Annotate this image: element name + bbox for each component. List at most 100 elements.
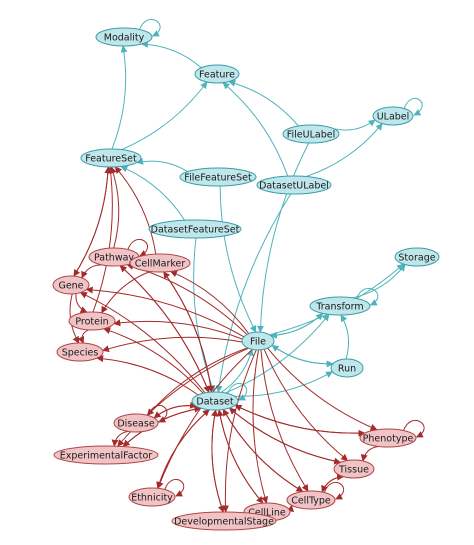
node-shape: [241, 331, 275, 351]
node-shape: [286, 490, 336, 510]
node-label: Tissue: [338, 464, 369, 475]
nodes-layer: ModalityFeatureULabelFileULabelFeatureSe…: [52, 27, 440, 531]
edge-run-to-transform: [340, 314, 350, 360]
edge-file-to-protein: [113, 319, 243, 340]
node-datasetfeatureset[interactable]: DatasetFeatureSet: [148, 219, 242, 239]
node-pathway[interactable]: Pathway: [88, 247, 140, 267]
edge-filefeatureset-to-featureset: [136, 157, 188, 173]
edge-dataset-to-species: [96, 355, 199, 396]
edge-dataset-to-transform: [225, 313, 330, 394]
node-transform[interactable]: Transform: [309, 296, 371, 316]
node-label: Ethnicity: [131, 492, 173, 503]
node-shape: [394, 247, 440, 267]
edge-disease-to-dataset: [153, 401, 197, 419]
edge-dataset-to-ethnicity: [156, 409, 210, 489]
node-species[interactable]: Species: [56, 342, 104, 362]
node-shape: [194, 64, 240, 84]
node-shape: [171, 511, 277, 531]
node-label: File: [250, 336, 266, 347]
edge-dataset-to-gene: [79, 292, 206, 394]
edge-pathway-to-gene: [81, 264, 102, 279]
edge-pathway-to-pathway: [127, 238, 148, 257]
edge-dataset-to-tissue: [229, 407, 342, 465]
node-label: Feature: [199, 69, 235, 80]
edge-dataset-to-phenotype: [234, 404, 366, 437]
edge-pathway-to-dataset: [119, 265, 210, 393]
node-fileulabel[interactable]: FileULabel: [282, 124, 340, 144]
node-shape: [68, 311, 116, 331]
edge-transform-to-file: [270, 313, 324, 339]
node-shape: [95, 27, 153, 47]
node-gene[interactable]: Gene: [52, 275, 90, 295]
node-label: Phenotype: [363, 433, 414, 444]
node-experimentalfactor[interactable]: ExperimentalFactor: [53, 445, 159, 465]
edge-celltype-to-dataset: [222, 408, 304, 492]
node-label: FeatureSet: [85, 153, 137, 164]
node-label: Gene: [58, 280, 83, 291]
edge-disease-to-disease: [147, 404, 168, 423]
node-label: DatasetFeatureSet: [151, 224, 240, 235]
node-datasetulabel[interactable]: DatasetULabel: [256, 175, 332, 195]
edge-gene-to-protein: [75, 293, 88, 313]
edge-phenotype-to-tissue: [360, 446, 379, 462]
node-file[interactable]: File: [241, 331, 275, 351]
edge-file-to-species: [102, 336, 243, 353]
edge-ulabel-to-ulabel: [403, 97, 423, 116]
node-protein[interactable]: Protein: [68, 311, 116, 331]
edge-file-to-celltype: [260, 349, 309, 492]
node-shape: [330, 358, 364, 378]
edge-datasetfeatureset-to-featureset: [120, 165, 186, 221]
node-label: FileFeatureSet: [184, 172, 252, 183]
edge-file-to-gene: [85, 286, 245, 338]
node-shape: [80, 148, 142, 168]
edge-protein-to-featureset: [92, 166, 115, 313]
node-modality[interactable]: Modality: [95, 27, 153, 47]
edge-feature-to-modality: [140, 40, 202, 69]
edge-disease-to-experimentalfactor: [111, 430, 129, 447]
node-shape: [309, 296, 371, 316]
node-shape: [148, 219, 242, 239]
edge-dataset-to-celltype: [222, 409, 304, 492]
node-storage[interactable]: Storage: [394, 247, 440, 267]
node-shape: [113, 413, 159, 433]
node-tissue[interactable]: Tissue: [333, 459, 375, 479]
node-shape: [359, 428, 417, 448]
edge-fileulabel-to-feature: [228, 79, 299, 127]
node-ethnicity[interactable]: Ethnicity: [128, 487, 176, 507]
node-celltype[interactable]: CellType: [286, 490, 336, 510]
node-dataset[interactable]: Dataset: [191, 391, 239, 411]
node-cellmarker[interactable]: CellMarker: [129, 253, 191, 273]
node-label: Disease: [117, 418, 155, 429]
node-shape: [191, 391, 239, 411]
node-shape: [56, 342, 104, 362]
edge-phenotype-to-phenotype: [402, 419, 425, 438]
edge-cellmarker-to-featureset: [114, 166, 157, 255]
node-filefeatureset[interactable]: FileFeatureSet: [179, 167, 257, 187]
node-label: Storage: [398, 252, 435, 263]
edge-file-to-ethnicity: [156, 349, 253, 489]
edge-dataset-to-file: [220, 348, 254, 393]
node-feature[interactable]: Feature: [194, 64, 240, 84]
node-phenotype[interactable]: Phenotype: [359, 428, 417, 448]
node-shape: [372, 106, 414, 126]
node-developmentalstage[interactable]: DevelopmentalStage: [171, 511, 277, 531]
node-shape: [282, 124, 340, 144]
node-label: Run: [338, 363, 356, 374]
node-featureset[interactable]: FeatureSet: [80, 148, 142, 168]
node-label: DevelopmentalStage: [174, 516, 274, 527]
node-shape: [256, 175, 332, 195]
edge-fileulabel-to-ulabel: [333, 119, 376, 131]
edge-file-to-phenotype: [267, 347, 378, 431]
node-label: Modality: [104, 32, 145, 43]
node-disease[interactable]: Disease: [113, 413, 159, 433]
edge-pathway-to-featureset: [110, 166, 120, 249]
node-ulabel[interactable]: ULabel: [372, 106, 414, 126]
node-label: CellMarker: [135, 258, 186, 269]
node-label: ExperimentalFactor: [60, 450, 153, 461]
edge-ethnicity-to-ethnicity: [164, 478, 185, 497]
node-label: FileULabel: [287, 129, 335, 140]
edge-tissue-to-dataset: [228, 407, 341, 463]
edge-developmentalstage-to-dataset: [211, 409, 224, 513]
node-label: CellType: [291, 495, 331, 506]
node-run[interactable]: Run: [330, 358, 364, 378]
